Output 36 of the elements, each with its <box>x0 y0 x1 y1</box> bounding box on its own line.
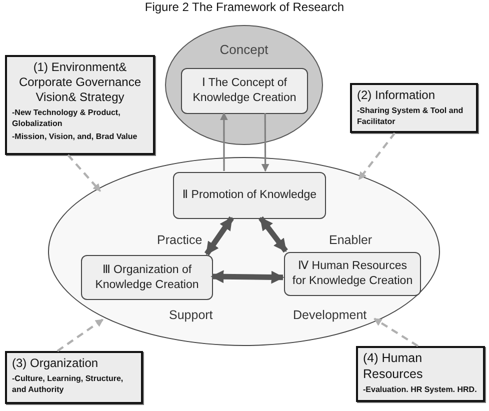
box-text: Ⅱ Promotion of Knowledge <box>182 188 317 203</box>
factor-box <box>5 55 155 155</box>
process-box <box>173 172 326 219</box>
process-box <box>81 255 213 300</box>
factor-box <box>350 83 478 133</box>
box-text: Ⅲ Organization of Knowledge Creation <box>94 262 200 292</box>
dimension-label: Practice <box>157 233 202 247</box>
factor-box <box>5 351 143 404</box>
factor-heading: (3) Organization <box>12 356 100 371</box>
dimension-label: Support <box>169 308 213 322</box>
dimension-label: Development <box>293 308 367 322</box>
factor-heading: (1) Environment& Corporate Governance Vision& Strategy <box>18 60 142 105</box>
arrow <box>220 112 228 171</box>
arrow <box>210 270 284 284</box>
arrow <box>374 318 418 347</box>
box-text: Ⅳ Human Resources for Knowledge Creation <box>291 259 414 289</box>
arrow <box>358 132 396 180</box>
factor-detail: -Culture, Learning, Structure, and Authority <box>12 373 124 396</box>
factor-heading: (4) Human Resources <box>363 351 424 382</box>
box-text: Ⅰ The Concept of Knowledge Creation <box>192 76 298 106</box>
factor-detail: -Evaluation. HR System. HRD. <box>363 384 478 396</box>
factor-detail: -Sharing System & Tool and Facilitator <box>357 105 464 128</box>
arrow <box>204 216 234 256</box>
process-box <box>181 68 308 114</box>
factor-box <box>356 346 485 402</box>
factor-detail: -New Technology & Product, Globalization <box>12 107 122 130</box>
figure-title: Figure 2 The Framework of Research <box>144 0 346 14</box>
process-box <box>284 252 421 296</box>
ellipse-heading: Concept <box>218 42 270 57</box>
factor-detail: -Mission, Vision, and, Brad Value <box>12 131 138 143</box>
dimension-label: Enabler <box>329 233 372 247</box>
arrow <box>67 154 102 192</box>
arrow <box>258 216 288 253</box>
arrow <box>56 318 104 352</box>
arrow <box>261 113 270 172</box>
factor-heading: (2) Information <box>357 88 436 103</box>
